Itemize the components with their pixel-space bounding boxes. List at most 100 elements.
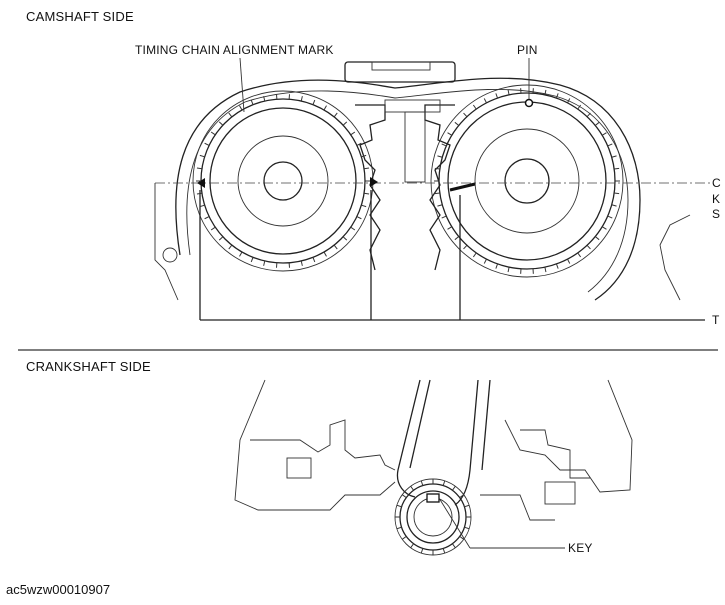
intake-cam-sprocket xyxy=(192,90,374,272)
intake-sprocket-tooth xyxy=(342,236,348,241)
key-leader xyxy=(438,497,471,549)
crank-sprocket-tooth xyxy=(410,485,415,491)
crank-sprocket-tooth xyxy=(464,526,470,530)
edge-label-k: K xyxy=(712,192,721,206)
exhaust-sprocket-tooth xyxy=(441,215,447,219)
exhaust-sprocket-tooth xyxy=(607,215,613,219)
crank-sprocket-tooth xyxy=(451,543,456,549)
intake-sprocket-tooth xyxy=(196,167,202,170)
crank-timing-chain xyxy=(396,379,421,498)
intake-sprocket-tooth xyxy=(361,154,367,158)
intake-sprocket-tooth xyxy=(199,154,205,158)
intake-sprocket-tooth xyxy=(333,244,338,250)
alignment-mark-center xyxy=(370,177,378,187)
exhaust-sprocket-tooth xyxy=(567,98,571,104)
intake-sprocket-tooth xyxy=(350,226,356,231)
intake-sprocket-tooth xyxy=(239,105,243,111)
crankshaft-key xyxy=(426,493,440,503)
crank-sprocket-tooth xyxy=(410,543,415,549)
intake-sprocket-tooth xyxy=(218,236,224,241)
exhaust-sprocket-tooth xyxy=(555,93,559,99)
chain-guide-block xyxy=(344,61,456,83)
intake-sprocket-tooth xyxy=(364,192,370,195)
intake-sprocket-tooth xyxy=(218,121,224,126)
intake-sprocket-tooth xyxy=(263,96,266,102)
edge-label-s: S xyxy=(712,207,721,221)
intake-sprocket-tooth xyxy=(204,216,210,220)
crank-sprocket-tooth xyxy=(401,494,407,499)
intake-sprocket-tooth xyxy=(204,142,210,146)
intake-sprocket-tooth xyxy=(364,167,370,170)
exhaust-sprocket-tooth xyxy=(447,226,453,230)
camshaft-side-title: CAMSHAFT SIDE xyxy=(26,9,134,24)
intake-sprocket-tooth xyxy=(239,251,243,257)
exhaust-sprocket-tooth xyxy=(454,121,460,126)
exhaust-sprocket-tooth xyxy=(483,98,487,104)
exhaust-sprocket-tooth xyxy=(507,89,510,95)
exhaust-sprocket-tooth xyxy=(611,155,617,158)
timing-mark-leader xyxy=(239,57,245,113)
exhaust-sprocket-tooth xyxy=(614,192,620,195)
crank-sprocket-tooth xyxy=(396,526,402,530)
center-gear-teeth xyxy=(355,99,455,271)
exhaust-sprocket-tooth xyxy=(463,244,468,250)
timing-chain xyxy=(175,77,641,301)
exhaust-sprocket-tooth xyxy=(437,204,443,207)
intake-sprocket-tooth xyxy=(250,99,254,105)
crank-sprocket-tooth xyxy=(451,485,456,491)
exhaust-sprocket-tooth xyxy=(495,263,499,269)
exhaust-sprocket-tooth xyxy=(447,132,453,136)
figure-code: ac5wzw00010907 xyxy=(6,582,111,597)
intake-sprocket-tooth xyxy=(228,244,233,250)
exhaust-sprocket-tooth xyxy=(544,89,547,95)
exhaust-sprocket-tooth xyxy=(483,258,487,264)
crankshaft-sprocket xyxy=(394,478,472,556)
intake-sprocket-tooth xyxy=(263,260,266,266)
exhaust-sprocket-tooth xyxy=(586,112,591,118)
edge-label-t: T xyxy=(712,313,720,327)
intake-sprocket-tooth xyxy=(300,96,303,102)
alignment-mark-right xyxy=(449,182,476,192)
intake-sprocket-tooth xyxy=(300,260,303,266)
exhaust-sprocket-tooth xyxy=(607,143,613,147)
exhaust-sprocket-tooth xyxy=(472,104,477,110)
intake-sprocket-tooth xyxy=(199,204,205,208)
exhaust-sprocket-tooth xyxy=(577,104,582,110)
exhaust-sprocket-tooth xyxy=(614,167,620,170)
intake-sprocket-tooth xyxy=(350,131,356,136)
exhaust-sprocket-tooth xyxy=(586,244,591,250)
crankshaft-assembly xyxy=(234,379,633,556)
intake-sprocket-tooth xyxy=(210,131,216,136)
intake-sprocket-tooth xyxy=(356,216,362,220)
exhaust-sprocket-tooth xyxy=(507,267,510,273)
pin-label: PIN xyxy=(517,43,538,57)
crank-sprocket-tooth xyxy=(464,504,470,508)
exhaust-sprocket-tooth xyxy=(495,93,499,99)
crank-sprocket-tooth xyxy=(420,480,424,486)
alignment-mark-left xyxy=(197,178,205,188)
intake-sprocket-tooth xyxy=(361,204,367,208)
exhaust-sprocket-tooth xyxy=(441,143,447,147)
exhaust-sprocket-tooth xyxy=(454,236,460,241)
camshaft-assembly xyxy=(154,57,712,321)
exhaust-sprocket-tooth xyxy=(594,121,600,126)
intake-sprocket-tooth xyxy=(312,257,316,263)
intake-sprocket-tooth xyxy=(323,105,327,111)
exhaust-sprocket-tooth xyxy=(463,112,468,118)
exhaust-sprocket-tooth xyxy=(555,263,559,269)
exhaust-sprocket-tooth xyxy=(594,236,600,241)
crankshaft-side-title: CRANKSHAFT SIDE xyxy=(26,359,151,374)
intake-sprocket-tooth xyxy=(210,226,216,231)
intake-sprocket-tooth xyxy=(250,257,254,263)
exhaust-sprocket-tooth xyxy=(601,226,607,230)
key-label: KEY xyxy=(568,541,593,555)
crank-sprocket-tooth xyxy=(401,535,407,540)
timing-chain-alignment-mark-label: TIMING CHAIN ALIGNMENT MARK xyxy=(135,43,334,57)
exhaust-sprocket-tooth xyxy=(544,267,547,273)
intake-sprocket-tooth xyxy=(323,251,327,257)
crank-sprocket-tooth xyxy=(442,480,446,486)
exhaust-sprocket-tooth xyxy=(601,132,607,136)
intake-sprocket-tooth xyxy=(196,192,202,195)
exhaust-sprocket-tooth xyxy=(567,258,571,264)
